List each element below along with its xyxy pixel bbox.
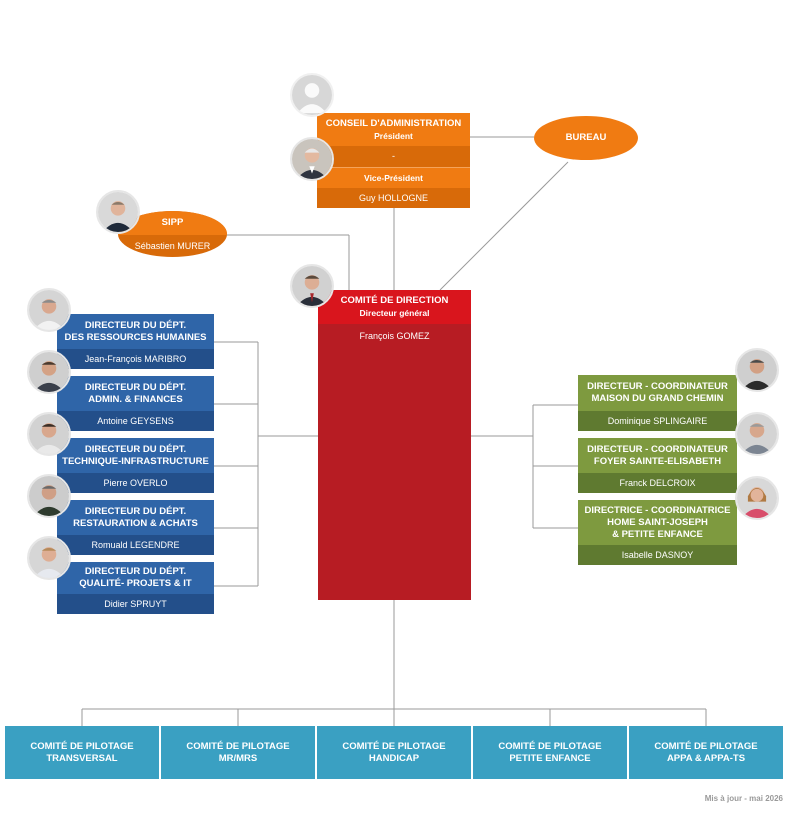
coord-title-line1: DIRECTRICE - COORDINATRICE	[584, 504, 731, 516]
dept-rh-photo	[27, 288, 71, 332]
dept-restauration-header: DIRECTEUR DU DÉPT. RESTAURATION & ACHATS	[57, 500, 214, 535]
bureau-ellipse: BUREAU	[534, 116, 638, 160]
person-placeholder-icon	[290, 73, 334, 117]
coord-sainte-elisabeth-name-row: Franck DELCROIX	[578, 473, 737, 493]
dept-rh-name-row: Jean-François MARIBRO	[57, 349, 214, 369]
coord-grand-chemin-photo	[735, 348, 779, 392]
comite-direction-header: COMITÉ DE DIRECTION Directeur général	[318, 290, 471, 324]
dept-title-line1: DIRECTEUR DU DÉPT.	[84, 443, 187, 455]
pilotage-line1: COMITÉ DE PILOTAGE	[30, 740, 134, 752]
coord-name: Isabelle DASNOY	[621, 549, 694, 560]
pilotage-line1: COMITÉ DE PILOTAGE	[186, 740, 290, 752]
directeur-general-name: François GOMEZ	[359, 330, 430, 341]
pilotage-line2: TRANSVERSAL	[46, 752, 118, 764]
dept-restauration-photo	[27, 474, 71, 518]
pilotage-line1: COMITÉ DE PILOTAGE	[498, 740, 602, 752]
dept-director-name: Didier SPRUYT	[104, 598, 167, 609]
pilotage-handicap: COMITÉ DE PILOTAGE HANDICAP	[317, 726, 471, 779]
dept-qualite-name-row: Didier SPRUYT	[57, 594, 214, 614]
dept-director-name: Romuald LEGENDRE	[91, 539, 180, 550]
coord-saint-joseph-photo	[735, 476, 779, 520]
directeur-general-label: Directeur général	[359, 308, 430, 318]
coord-saint-joseph-header: DIRECTRICE - COORDINATRICE HOME SAINT-JO…	[578, 500, 737, 545]
dept-title-line2: DES RESSOURCES HUMAINES	[64, 331, 207, 343]
president-name: -	[392, 151, 395, 161]
comite-direction-box: COMITÉ DE DIRECTION Directeur général Fr…	[318, 290, 471, 600]
vice-president-photo	[290, 137, 334, 181]
dept-title-line1: DIRECTEUR DU DÉPT.	[84, 566, 187, 577]
vice-president-label: Vice-Président	[364, 173, 423, 183]
dept-director-name: Antoine GEYSENS	[97, 415, 174, 426]
dept-technique-header: DIRECTEUR DU DÉPT. TECHNIQUE-INFRASTRUCT…	[57, 438, 214, 473]
pilotage-line1: COMITÉ DE PILOTAGE	[654, 740, 758, 752]
pilotage-line2: APPA & APPA-TS	[666, 752, 746, 764]
dept-finances-photo	[27, 350, 71, 394]
president-name-row: -	[317, 146, 470, 167]
sipp-photo	[96, 190, 140, 234]
sipp-name-row: Sébastien MURER	[118, 235, 227, 257]
dept-title-line1: DIRECTEUR DU DÉPT.	[84, 505, 187, 517]
pilotage-line2: PETITE ENFANCE	[509, 752, 591, 764]
coord-title-line2: HOME SAINT-JOSEPH	[607, 516, 708, 528]
coord-name: Dominique SPLINGAIRE	[607, 415, 708, 426]
coord-saint-joseph-name-row: Isabelle DASNOY	[578, 545, 737, 565]
coord-title-line2: MAISON DU GRAND CHEMIN	[591, 393, 724, 404]
dept-qualite-photo	[27, 536, 71, 580]
comite-direction-title: COMITÉ DE DIRECTION	[340, 295, 449, 306]
conseil-header: CONSEIL D'ADMINISTRATION Président	[317, 113, 470, 146]
pilotage-appa: COMITÉ DE PILOTAGE APPA & APPA-TS	[629, 726, 783, 779]
dept-rh-header: DIRECTEUR DU DÉPT. DES RESSOURCES HUMAIN…	[57, 314, 214, 349]
pilotage-line2: HANDICAP	[368, 752, 420, 764]
dept-technique-photo	[27, 412, 71, 456]
coord-name: Franck DELCROIX	[619, 477, 696, 488]
conseil-title: CONSEIL D'ADMINISTRATION	[325, 117, 462, 129]
pilotage-transversal: COMITÉ DE PILOTAGE TRANSVERSAL	[5, 726, 159, 779]
directeur-general-row: François GOMEZ	[318, 328, 471, 344]
coord-sainte-elisabeth-header: DIRECTEUR - COORDINATEUR FOYER SAINTE-EL…	[578, 438, 737, 473]
coord-grand-chemin-header: DIRECTEUR - COORDINATEUR MAISON DU GRAND…	[578, 375, 737, 411]
dept-qualite-header: DIRECTEUR DU DÉPT. QUALITÉ- PROJETS & IT	[57, 562, 214, 594]
dept-technique-name-row: Pierre OVERLO	[57, 473, 214, 493]
coord-title-line2: FOYER SAINTE-ELISABETH	[593, 455, 722, 467]
coord-title-line1: DIRECTEUR - COORDINATEUR	[587, 443, 728, 455]
dept-restauration-name-row: Romuald LEGENDRE	[57, 535, 214, 555]
dept-director-name: Jean-François MARIBRO	[84, 353, 187, 364]
dept-title-line2: ADMIN. & FINANCES	[88, 393, 183, 405]
pilotage-petite-enfance: COMITÉ DE PILOTAGE PETITE ENFANCE	[473, 726, 627, 779]
vice-president-row: Vice-Président	[317, 167, 470, 188]
dept-title-line1: DIRECTEUR DU DÉPT.	[84, 381, 187, 393]
vice-president-name: Guy HOLLOGNE	[358, 192, 429, 203]
bureau-label: BUREAU	[565, 132, 607, 143]
vice-president-name-row: Guy HOLLOGNE	[317, 188, 470, 208]
coord-title-line3: & PETITE ENFANCE	[612, 528, 703, 540]
last-updated: Mis à jour - mai 2026	[704, 794, 783, 803]
coord-sainte-elisabeth-photo	[735, 412, 779, 456]
directeur-general-photo	[290, 264, 334, 308]
dept-title-line2: QUALITÉ- PROJETS & IT	[79, 578, 192, 589]
pilotage-mr-mrs: COMITÉ DE PILOTAGE MR/MRS	[161, 726, 315, 779]
coord-title-line1: DIRECTEUR - COORDINATEUR	[587, 381, 728, 392]
dept-finances-header: DIRECTEUR DU DÉPT. ADMIN. & FINANCES	[57, 376, 214, 411]
dept-title-line1: DIRECTEUR DU DÉPT.	[84, 319, 187, 331]
dept-director-name: Pierre OVERLO	[103, 477, 168, 488]
conseil-administration-box: CONSEIL D'ADMINISTRATION Président - Vic…	[317, 113, 470, 208]
pilotage-line2: MR/MRS	[218, 752, 258, 764]
dept-finances-name-row: Antoine GEYSENS	[57, 411, 214, 431]
sipp-name: Sébastien MURER	[134, 240, 211, 251]
sipp-label: SIPP	[161, 217, 184, 228]
dept-title-line2: RESTAURATION & ACHATS	[73, 517, 198, 529]
president-label: Président	[374, 130, 413, 141]
pilotage-line1: COMITÉ DE PILOTAGE	[342, 740, 446, 752]
coord-grand-chemin-name-row: Dominique SPLINGAIRE	[578, 411, 737, 431]
dept-title-line2: TECHNIQUE-INFRASTRUCTURE	[62, 455, 209, 467]
